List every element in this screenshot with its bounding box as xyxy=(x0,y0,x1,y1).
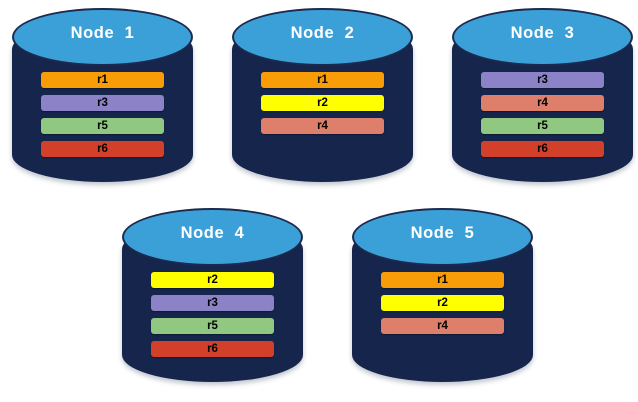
node-4-title: Node 4 xyxy=(180,224,245,242)
node-1-title: Node 1 xyxy=(70,24,135,42)
node-1-replica-r6[interactable]: r6 xyxy=(41,141,164,157)
node-4-replica-stack: r2 r3 r5 r6 xyxy=(151,272,274,357)
node-2-replica-r4[interactable]: r4 xyxy=(261,118,384,134)
node-3-replica-r6[interactable]: r6 xyxy=(481,141,604,157)
node-5-title: Node 5 xyxy=(410,224,475,242)
node-1-cylinder-top xyxy=(12,8,193,66)
node-2-replica-stack: r1 r2 r4 xyxy=(261,72,384,134)
node-1-replica-r3[interactable]: r3 xyxy=(41,95,164,111)
node-5[interactable]: Node 5 r1 r2 r4 xyxy=(352,208,533,388)
node-5-replica-r2[interactable]: r2 xyxy=(381,295,504,311)
node-1-replica-r5[interactable]: r5 xyxy=(41,118,164,134)
node-3[interactable]: Node 3 r3 r4 r5 r6 xyxy=(452,8,633,188)
node-5-replica-r4[interactable]: r4 xyxy=(381,318,504,334)
node-2-replica-r1[interactable]: r1 xyxy=(261,72,384,88)
node-2-title: Node 2 xyxy=(290,24,355,42)
node-5-replica-stack: r1 r2 r4 xyxy=(381,272,504,334)
node-2-cylinder-top xyxy=(232,8,413,66)
node-4-replica-r6[interactable]: r6 xyxy=(151,341,274,357)
node-1[interactable]: Node 1 r1 r3 r5 r6 xyxy=(12,8,193,188)
node-3-replica-r4[interactable]: r4 xyxy=(481,95,604,111)
node-5-cylinder-top xyxy=(352,208,533,266)
node-3-replica-r5[interactable]: r5 xyxy=(481,118,604,134)
node-1-replica-stack: r1 r3 r5 r6 xyxy=(41,72,164,157)
node-4[interactable]: Node 4 r2 r3 r5 r6 xyxy=(122,208,303,388)
node-5-replica-r1[interactable]: r1 xyxy=(381,272,504,288)
node-3-replica-stack: r3 r4 r5 r6 xyxy=(481,72,604,157)
node-2-replica-r2[interactable]: r2 xyxy=(261,95,384,111)
node-4-replica-r3[interactable]: r3 xyxy=(151,295,274,311)
node-1-replica-r1[interactable]: r1 xyxy=(41,72,164,88)
node-2[interactable]: Node 2 r1 r2 r4 xyxy=(232,8,413,188)
node-3-replica-r3[interactable]: r3 xyxy=(481,72,604,88)
node-3-title: Node 3 xyxy=(510,24,575,42)
node-4-replica-r2[interactable]: r2 xyxy=(151,272,274,288)
node-4-cylinder-top xyxy=(122,208,303,266)
node-4-replica-r5[interactable]: r5 xyxy=(151,318,274,334)
node-3-cylinder-top xyxy=(452,8,633,66)
